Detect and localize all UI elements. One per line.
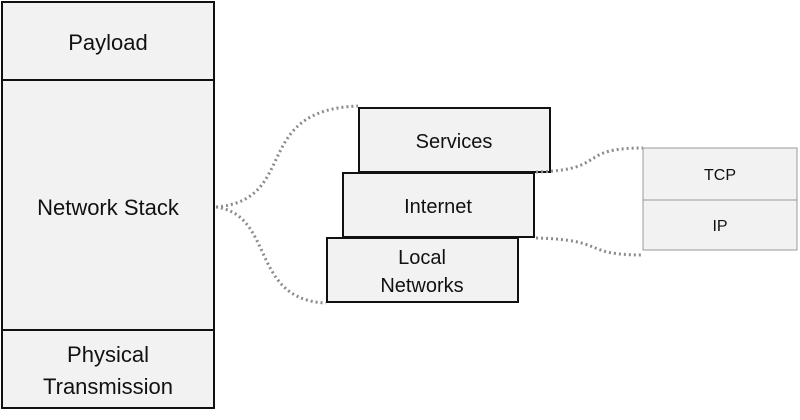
tcp-label: TCP <box>704 167 736 184</box>
network-stack-label: Network Stack <box>37 195 180 220</box>
services-box <box>358 107 551 173</box>
payload-box <box>1 1 215 81</box>
stack-to-layers-connector <box>215 104 359 305</box>
services-label: Services <box>416 131 493 153</box>
internet-box <box>342 172 535 238</box>
local-label-line2: Networks <box>380 275 463 297</box>
layers-to-protocols-connector <box>535 146 644 257</box>
ip-box <box>642 199 798 251</box>
connector-to-tcp <box>535 146 644 174</box>
tcp-box <box>642 147 798 201</box>
internet-label: Internet <box>404 196 472 218</box>
connector-to-ip <box>535 236 644 257</box>
physical-transmission-box <box>1 329 215 409</box>
connector-to-local-networks <box>215 205 327 305</box>
connector-to-services <box>215 104 359 209</box>
protocol-group: TCP IP <box>642 147 798 251</box>
physical-label-line2: Transmission <box>43 374 173 399</box>
payload-label: Payload <box>68 30 148 55</box>
network-stack-box <box>1 79 215 331</box>
local-networks-box <box>326 237 519 303</box>
layer-group: Services Internet Local Networks <box>326 107 551 303</box>
physical-label-line1: Physical <box>67 342 149 367</box>
local-label-line1: Local <box>398 247 446 269</box>
left-stack: Payload Network Stack Physical Transmiss… <box>1 1 215 409</box>
ip-label: IP <box>712 218 727 235</box>
